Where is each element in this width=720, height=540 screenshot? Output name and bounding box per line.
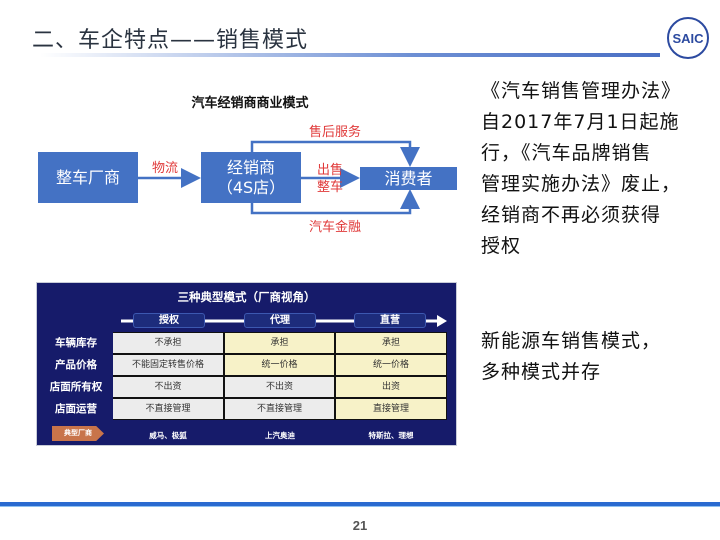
brand-direct: 特斯拉、理想: [368, 431, 414, 440]
text-line: 新能源车销售模式，: [481, 330, 662, 352]
text-line: 行，《汽车品牌销售: [481, 142, 652, 164]
finance-label: 汽车金融: [308, 220, 361, 235]
table-cell: 不出资: [113, 377, 223, 397]
text-line: 授权: [481, 235, 522, 257]
table-title: 三种典型模式（厂商视角）: [177, 290, 316, 304]
finance-arrow: [250, 189, 420, 215]
table-cell: 不直接管理: [113, 399, 223, 419]
table-cell: 承担: [225, 333, 334, 353]
table-cell: 不出资: [225, 377, 334, 397]
table-cell: 不直接管理: [225, 399, 334, 419]
logo-text: SAIC: [672, 30, 704, 46]
text-line: 自2017年7月1日起施: [481, 111, 680, 133]
brand-authorized: 威马、极狐: [149, 431, 187, 440]
brand-tag: 典型厂商: [52, 426, 104, 441]
dealer-box: 经销商（4S店）: [201, 152, 301, 203]
page-number: 21: [352, 518, 368, 533]
text-line: 多种模式并存: [481, 361, 602, 383]
title-underline: [40, 53, 660, 57]
table-cell: 统一价格: [336, 355, 446, 375]
table-cell: 直接管理: [336, 399, 446, 419]
text-line: 管理实施办法》废止，: [481, 173, 682, 195]
consumer-box: 消费者: [360, 167, 457, 190]
text-line: 《汽车销售管理办法》: [481, 80, 682, 102]
diagram-arrows: [138, 140, 420, 215]
table-cell: 出资: [336, 377, 446, 397]
sell-label-2: 整车: [316, 180, 343, 195]
table-cell: 承担: [336, 333, 446, 353]
after-sales-label: 售后服务: [308, 125, 361, 140]
text-line: 经销商不再必须获得: [481, 204, 662, 226]
nev-paragraph: 新能源车销售模式， 多种模式并存: [481, 326, 661, 388]
diagram-title: 汽车经销商商业模式: [191, 96, 309, 111]
row-label: 产品价格: [55, 359, 97, 371]
column-header-direct: 直营: [354, 313, 426, 328]
slide-title: 二、车企特点——销售模式: [32, 28, 309, 53]
footer-divider: [0, 502, 720, 506]
column-header-agency: 代理: [244, 313, 316, 328]
row-label: 店面运营: [55, 403, 97, 415]
brand-agency: 上汽奥迪: [265, 431, 295, 440]
table-cell: 不承担: [113, 333, 223, 353]
saic-logo: SAIC: [667, 17, 709, 59]
row-label: 车辆库存: [55, 337, 97, 349]
logistics-label: 物流: [151, 161, 178, 176]
manufacturer-box: 整车厂商: [38, 152, 138, 203]
after-sales-arrow: [250, 140, 420, 167]
table-cell: 统一价格: [225, 355, 334, 375]
sell-label-1: 出售: [316, 163, 343, 178]
table-cell: 不能固定转售价格: [113, 355, 223, 375]
modes-table: 三种典型模式（厂商视角） 授权 代理 直营 车辆库存 不承担 承担 承担 产品价…: [36, 282, 457, 446]
row-label: 店面所有权: [49, 381, 103, 393]
policy-paragraph: 《汽车销售管理办法》 自2017年7月1日起施 行，《汽车品牌销售 管理实施办法…: [481, 76, 681, 262]
column-header-authorized: 授权: [133, 313, 205, 328]
